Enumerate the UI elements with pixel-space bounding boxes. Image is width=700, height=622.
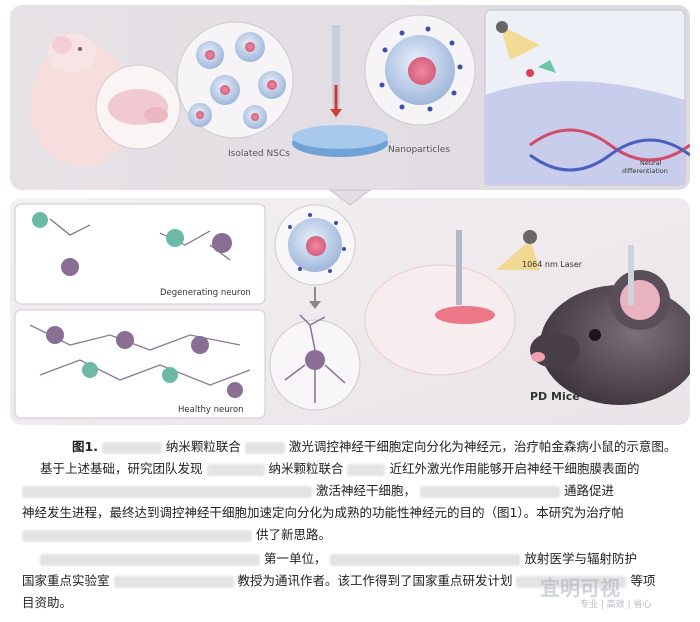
p2-line2-c: 等项 [630,573,656,588]
p1-line4: 供了新思路。 [255,527,331,542]
label-healthy-neuron: Healthy neuron [178,405,244,415]
redacted-text [244,441,285,454]
p2-line1-a: 第一单位， [263,551,327,566]
label-neural-differentiation: Neural differentiation [622,159,668,175]
redacted-text [101,441,162,454]
p1-line1-a: 基于上述基础，研究团队发现 [40,461,203,476]
redacted-text [419,485,560,498]
p2-line2-a: 国家重点实验室 [22,573,110,588]
redacted-text [347,463,386,476]
p2-line1-b: 放射医学与辐射防护 [524,551,637,566]
label-degenerating-neuron: Degenerating neuron [160,288,251,298]
brain-slice [364,230,540,376]
healthy-neuron-panel [14,309,266,419]
caption-figure-number: 图1. [72,439,98,454]
redacted-text [113,575,234,588]
figure-illustration: Isolated NSCs Nanoparticles Neural diffe… [10,5,690,425]
treated-cell-to-neuron [269,204,361,411]
label-laser: 1064 nm Laser [522,260,583,269]
p1-line3: 神经发生进程，最终达到调控神经干细胞加速定向分化为成熟的功能性神经元的目的（图1… [22,505,624,520]
p1-line1-b: 纳米颗粒联合 [268,461,344,476]
redacted-text [206,463,265,476]
petri-dish [292,25,388,157]
p2-line3: 目资助。 [22,595,73,610]
pd-mouse [530,245,690,405]
p1-line2-a: 激活神经干细胞， [315,483,416,498]
caption-part2: 激光调控神经干细胞定向分化为神经元，治疗帕金森病小鼠的示意图。 [288,439,677,454]
nanoparticle-cell [364,14,476,126]
redacted-text [516,575,627,588]
flow-arrow [328,189,372,206]
schematic-figure: Isolated NSCs Nanoparticles Neural diffe… [10,5,690,425]
differentiation-inset [484,9,690,186]
redacted-text [22,485,312,498]
label-pd-mice: PD Mice [530,390,580,403]
isolated-nscs-inset [176,21,294,139]
redacted-text [22,529,252,542]
label-isolated-nscs: Isolated NSCs [228,149,290,159]
p2-line2-b: 教授为通讯作者。该工作得到了国家重点研发计划 [237,573,513,588]
paragraph-1: 基于上述基础，研究团队发现 纳米颗粒联合 近红外激光作用能够开启神经干细胞膜表面… [22,458,682,546]
p1-line1-c: 近红外激光作用能够开启神经干细胞膜表面的 [389,461,640,476]
label-nanoparticles: Nanoparticles [388,145,450,155]
figure-caption: 图1. 纳米颗粒联合 激光调控神经干细胞定向分化为神经元，治疗帕金森病小鼠的示意… [72,436,676,455]
redacted-text [330,553,521,566]
caption-part1: 纳米颗粒联合 [165,439,241,454]
redacted-text [40,553,260,566]
watermark-brand: 宜明可视 [540,576,620,600]
degenerating-neuron-panel [14,203,266,305]
p1-line2-b: 通路促进 [563,483,614,498]
watermark-tagline: 专业 | 高效 | 省心 [580,600,652,610]
paragraph-2: 第一单位， 放射医学与辐射防护 国家重点实验室 教授为通讯作者。该工作得到了国家… [22,548,682,614]
brain-inset [95,64,181,150]
